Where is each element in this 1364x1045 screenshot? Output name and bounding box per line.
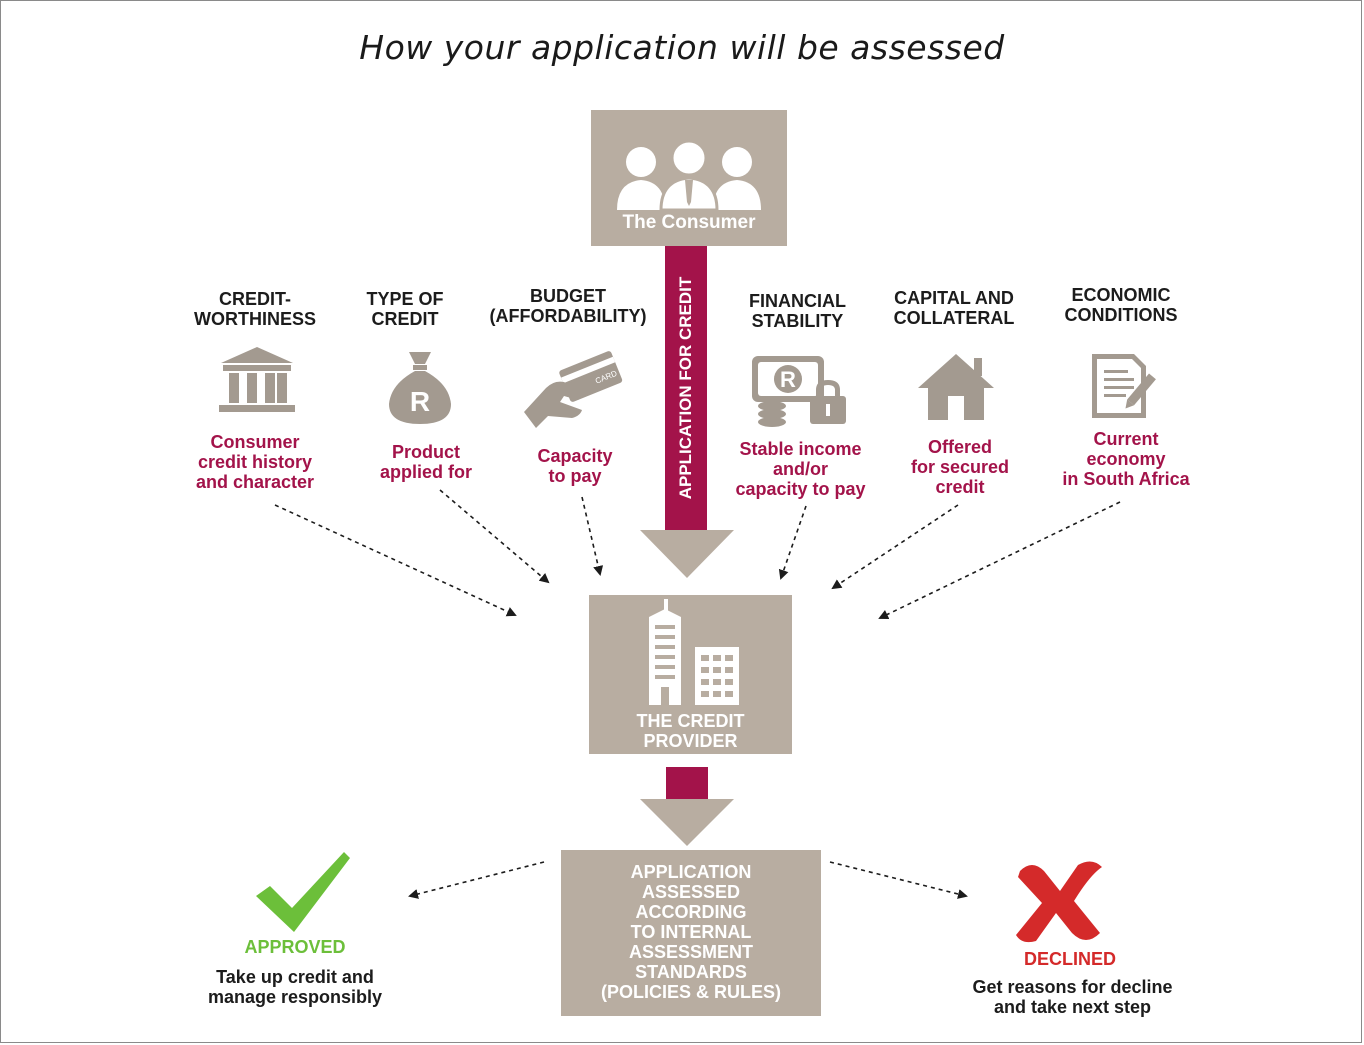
credit-provider-box: THE CREDIT PROVIDER [589, 595, 792, 754]
approved-status: APPROVED [244, 937, 346, 957]
factor-heading-budget: BUDGET (AFFORDABILITY) [489, 286, 647, 326]
provider-arrow-shaft [666, 767, 708, 799]
connector-approved [408, 861, 545, 899]
buildings-icon [649, 599, 739, 705]
factor-heading-creditworthiness: CREDIT- WORTHINESS [193, 289, 316, 329]
factor-heading-capital-collateral: CAPITAL AND COLLATERAL [893, 288, 1015, 328]
application-arrow-shaft [665, 246, 707, 530]
declined-status: DECLINED [1023, 949, 1116, 969]
house-icon [918, 354, 994, 420]
credit-provider-label: THE CREDIT PROVIDER [636, 711, 745, 751]
factor-detail-creditworthiness: Consumer credit history and character [195, 432, 315, 492]
svg-text:R: R [780, 367, 796, 392]
assessment-label: APPLICATION ASSESSED ACCORDING TO INTERN… [600, 862, 781, 1002]
connector-creditworthiness [274, 504, 517, 617]
document-pen-icon [1092, 354, 1156, 418]
connector-budget [581, 496, 604, 576]
checkmark-icon [256, 852, 350, 932]
connector-capital-collateral [831, 504, 959, 590]
factor-heading-type-of-credit: TYPE OF CREDIT [366, 289, 444, 329]
factor-detail-budget: Capacity to pay [537, 446, 613, 486]
application-arrow-head [640, 530, 734, 578]
cross-icon [1016, 861, 1102, 943]
consumer-people-icon [617, 139, 761, 210]
consumer-label: The Consumer [622, 212, 756, 233]
declined-text: Get reasons for decline and take next st… [972, 977, 1173, 1017]
bank-icon [219, 347, 295, 412]
secure-money-icon: R [752, 356, 846, 427]
connector-type-of-credit [439, 489, 550, 584]
factor-heading-economic-conditions: ECONOMIC CONDITIONS [1064, 285, 1178, 325]
assessment-box: APPLICATION ASSESSED ACCORDING TO INTERN… [561, 850, 821, 1016]
consumer-box: The Consumer [591, 110, 787, 246]
card-hand-icon: CARD [524, 351, 623, 428]
factor-detail-capital-collateral: Offered for secured credit [910, 437, 1010, 497]
diagram-title: How your application will be assessed [359, 28, 1005, 67]
factor-detail-economic-conditions: Current economy in South Africa [1062, 429, 1190, 489]
provider-arrow-head [640, 799, 734, 846]
approved-text: Take up credit and manage responsibly [207, 967, 383, 1007]
factor-detail-financial-stability: Stable income and/or capacity to pay [735, 439, 866, 499]
connector-economic-conditions [878, 501, 1121, 620]
svg-text:R: R [410, 386, 430, 417]
connector-financial-stability [778, 505, 807, 580]
connector-declined [829, 861, 968, 899]
factor-detail-type-of-credit: Product applied for [379, 442, 472, 482]
money-bag-icon: R [389, 352, 451, 424]
factor-heading-financial-stability: FINANCIAL STABILITY [749, 291, 846, 331]
